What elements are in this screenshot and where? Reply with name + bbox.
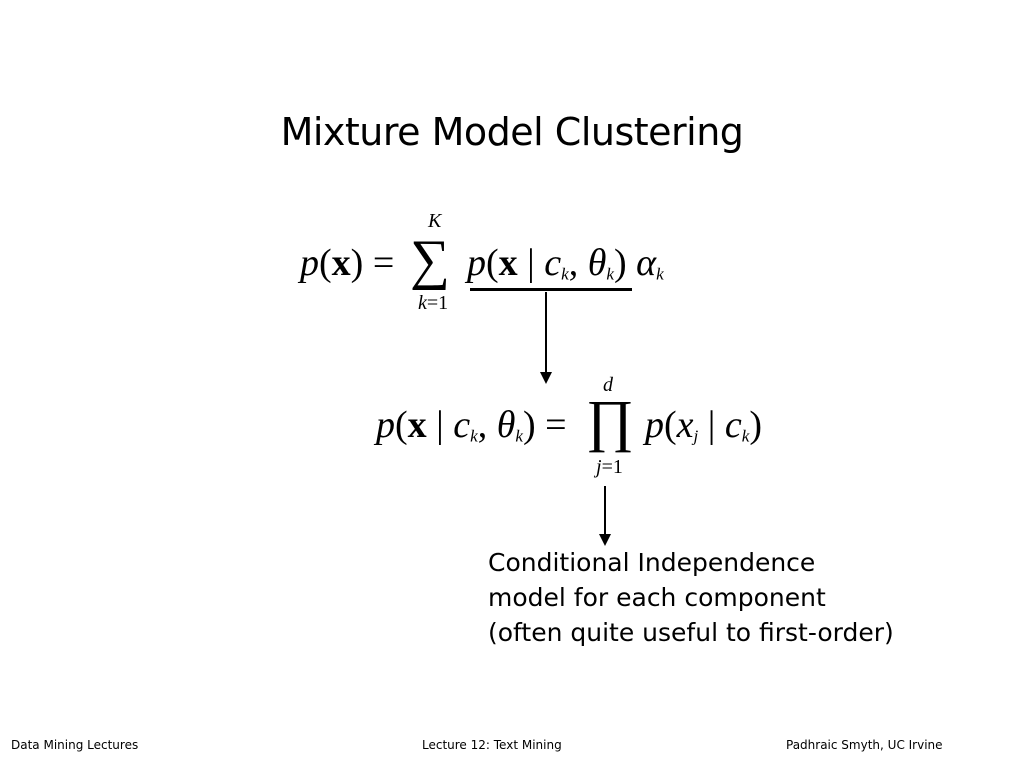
footer-center: Lecture 12: Text Mining bbox=[422, 738, 562, 752]
sum-symbol: ∑ bbox=[410, 229, 450, 291]
equation1-upper-limit: K bbox=[428, 210, 442, 232]
equation1-term: p(x | ck, θk) αk bbox=[467, 242, 664, 284]
arrow-down-icon bbox=[597, 486, 613, 552]
note-line: (often quite useful to first-order) bbox=[488, 618, 894, 647]
equation1-lhs: p(x) = bbox=[300, 242, 395, 284]
footer-left: Data Mining Lectures bbox=[11, 738, 139, 752]
arrow-down-icon bbox=[538, 292, 554, 390]
note-line: model for each component bbox=[488, 583, 826, 612]
equation2-lower-limit: j=1 bbox=[596, 456, 623, 478]
underline-bar bbox=[470, 288, 632, 291]
equation2-lhs: p(x | ck, θk) = bbox=[376, 404, 567, 446]
equation2-upper-limit: d bbox=[603, 374, 613, 396]
slide-title: Mixture Model Clustering bbox=[280, 110, 744, 154]
annotation-note: Conditional Independence model for each … bbox=[488, 545, 894, 650]
product-symbol: ∏ bbox=[586, 388, 634, 453]
equation1-lower-limit: k=1 bbox=[418, 292, 449, 314]
equation2-term: p(xj | ck) bbox=[645, 404, 763, 446]
footer-right: Padhraic Smyth, UC Irvine bbox=[786, 738, 943, 752]
note-line: Conditional Independence bbox=[488, 548, 816, 577]
